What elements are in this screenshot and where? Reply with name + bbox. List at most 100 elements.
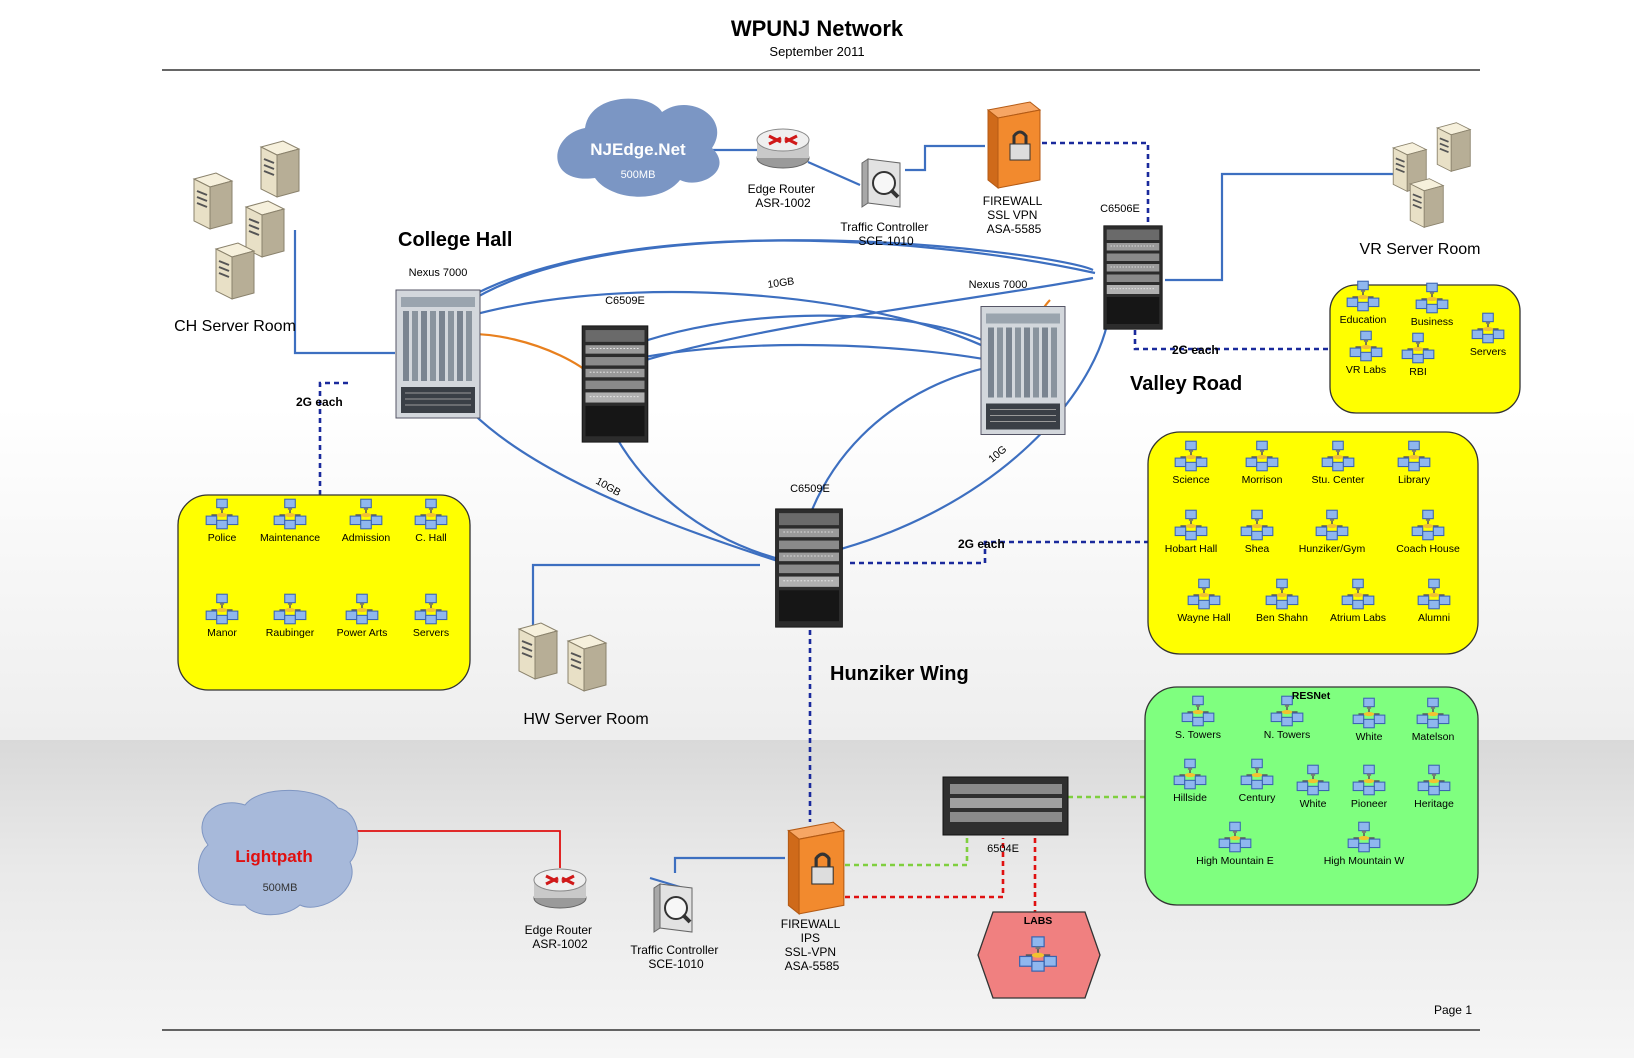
c6509e-hw-icon <box>774 508 844 628</box>
site-college-hall: College Hall <box>398 229 512 251</box>
c6504e-label: 6504E <box>987 843 1019 855</box>
workgroup-label: VR Labs <box>1346 364 1386 376</box>
link-speed-label: 10GB <box>767 275 795 291</box>
link-speed-label: 10G <box>986 443 1009 465</box>
edge-router-top-icon <box>755 127 811 170</box>
c6509e-ch-icon <box>581 325 649 443</box>
lightpath-link <box>345 830 561 868</box>
workgroup-label: Shea <box>1245 543 1270 555</box>
workgroup-label: RBI <box>1409 366 1427 378</box>
njedge-cloud-bandwidth: 500MB <box>621 169 656 181</box>
labs-title: LABS <box>1024 915 1053 927</box>
workgroup-label: Pioneer <box>1351 798 1388 810</box>
workgroup-label: Library <box>1398 474 1431 486</box>
workgroup-label: Servers <box>1470 346 1506 358</box>
edge-router-top-label: Edge Router ASR-1002 <box>748 182 819 210</box>
vr-aggregation-label: 2G each <box>1172 343 1219 357</box>
workgroup-label: White <box>1356 731 1383 743</box>
c6506e-label: C6506E <box>1100 203 1140 215</box>
workgroup-label: Raubinger <box>266 627 315 639</box>
firewall-bottom-icon <box>786 820 846 916</box>
workgroup-label: Coach House <box>1396 543 1460 555</box>
c6506e-icon <box>1103 225 1163 330</box>
workgroup-label: Science <box>1172 474 1210 486</box>
workgroup-label: Alumni <box>1418 612 1450 624</box>
c6504e-slot <box>950 812 1062 822</box>
nexus-ch-icon <box>395 289 481 419</box>
workgroup-label: Hillside <box>1173 792 1207 804</box>
ch-server-room: CH Server Room <box>174 139 301 335</box>
workgroup-label: Century <box>1239 792 1277 804</box>
workgroup-label: C. Hall <box>415 532 447 544</box>
page-subtitle: September 2011 <box>769 44 864 59</box>
vr-server-room-label: VR Server Room <box>1360 241 1481 258</box>
workgroup-label: Business <box>1411 316 1454 328</box>
traffic-controller-bottom-label: Traffic Controller SCE-1010 <box>630 943 721 971</box>
nexus-ch-label: Nexus 7000 <box>409 267 468 279</box>
page-title: WPUNJ Network <box>731 16 904 41</box>
hw-server-room: HW Server Room <box>517 621 649 728</box>
njedge-cloud-name: NJEdge.Net <box>590 140 686 159</box>
green-links <box>845 795 1145 867</box>
server-icon <box>259 139 301 199</box>
njedge-cloud: NJEdge.Net 500MB <box>557 98 720 197</box>
workgroup-label: Wayne Hall <box>1177 612 1230 624</box>
workgroup-label: N. Towers <box>1264 729 1311 741</box>
workgroup-label: Atrium Labs <box>1330 612 1386 624</box>
server-icon <box>214 241 256 301</box>
workgroup-label: Power Arts <box>337 627 388 639</box>
ch-aggregation-label: 2G each <box>296 395 343 409</box>
lightpath-cloud: Lightpath 500MB <box>197 789 359 916</box>
workgroup-label: High Mountain E <box>1196 855 1274 867</box>
workgroup-label: S. Towers <box>1175 729 1221 741</box>
server-icon <box>517 621 559 681</box>
workgroup-label: Stu. Center <box>1311 474 1365 486</box>
site-valley-road: Valley Road <box>1130 373 1242 395</box>
c6504e-slot <box>950 798 1062 808</box>
traffic-controller-top-icon <box>860 157 902 209</box>
workgroup-label: Ben Shahn <box>1256 612 1308 624</box>
workgroup-label: Manor <box>207 627 237 639</box>
red-links <box>845 838 1037 912</box>
workgroup-label: High Mountain W <box>1324 855 1405 867</box>
workgroup-label: Police <box>208 532 237 544</box>
lightpath-cloud-bandwidth: 500MB <box>263 882 298 894</box>
c6509e-ch-label: C6509E <box>605 295 645 307</box>
server-icon <box>1409 177 1445 229</box>
resnet-box <box>1144 686 1479 906</box>
edge-router-bottom-label: Edge Router ASR-1002 <box>525 923 596 951</box>
traffic-controller-bottom-icon <box>652 882 694 934</box>
workgroup-label: White <box>1300 798 1327 810</box>
workgroup-label: Hunziker/Gym <box>1299 543 1366 555</box>
ch-buildings-box <box>177 494 471 691</box>
firewall-bottom-label: FIREWALL IPS SSL-VPN ASA-5585 <box>781 917 843 973</box>
workgroup-label: Heritage <box>1414 798 1454 810</box>
hw-server-room-label: HW Server Room <box>523 711 648 728</box>
site-hunziker-wing: Hunziker Wing <box>830 663 969 685</box>
c6504e-switch: 6504E <box>942 776 1069 855</box>
edge-router-bottom-icon <box>532 867 588 910</box>
server-icon <box>1436 121 1472 173</box>
workgroup-label: Hobart Hall <box>1165 543 1218 555</box>
ch-server-room-label: CH Server Room <box>174 318 296 335</box>
hw-aggregation-label: 2G each <box>958 537 1005 551</box>
workgroup-label: Admission <box>342 532 391 544</box>
orange-links <box>429 299 1051 379</box>
server-icon <box>192 171 234 231</box>
firewall-top-label: FIREWALL SSL VPN ASA-5585 <box>983 194 1045 236</box>
lightpath-cloud-name: Lightpath <box>235 847 312 866</box>
resnet-title: RESNet <box>1292 690 1331 702</box>
workgroup-label: Servers <box>413 627 449 639</box>
hw-buildings-box <box>1147 431 1479 655</box>
link-speed-label: 10GB <box>594 475 623 499</box>
workgroup-label: Maintenance <box>260 532 320 544</box>
c6504e-slot <box>950 784 1062 794</box>
firewall-top-icon <box>986 100 1042 190</box>
workgroup-label: Morrison <box>1242 474 1283 486</box>
server-icon <box>566 633 608 693</box>
dashed-links <box>318 141 1330 822</box>
